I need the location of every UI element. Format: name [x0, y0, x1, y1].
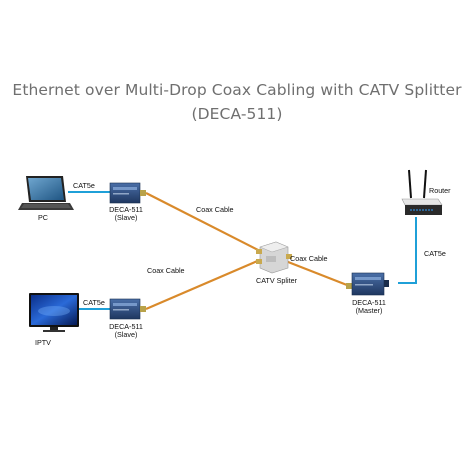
- coax-top-label: Coax Cable: [196, 205, 234, 214]
- slave-bottom-model-label: DECA-511: [109, 322, 143, 331]
- deca-511-slave-top-device: [109, 182, 146, 204]
- splitter-label: CATV Spliter: [256, 276, 298, 285]
- catv-splitter-icon: [256, 241, 292, 274]
- iptv-cat5e-label: CAT5e: [83, 298, 105, 307]
- diagram-subtitle: (DECA-511): [191, 105, 283, 123]
- master-role-label: (Master): [355, 306, 383, 315]
- tv-icon: [29, 293, 79, 332]
- deca-511-slave-bottom-device: [109, 298, 146, 320]
- slave-top-model-label: DECA-511: [109, 205, 143, 214]
- master-model-label: DECA-511: [352, 298, 386, 307]
- coax-bottom-label: Coax Cable: [147, 266, 185, 275]
- laptop-icon: [18, 176, 74, 210]
- deca-511-master-device: [346, 272, 389, 296]
- router-cat5e-label: CAT5e: [424, 249, 446, 258]
- router-icon: [401, 169, 443, 215]
- coax-master-label: Coax Cable: [290, 254, 328, 263]
- slave-bottom-role-label: (Slave): [114, 330, 138, 339]
- coax-cable-master: [282, 258, 353, 289]
- diagram-title: Ethernet over Multi-Drop Coax Cabling wi…: [12, 81, 462, 99]
- coax-cable-bottom: [145, 257, 263, 311]
- pc-cat5e-label: CAT5e: [73, 181, 95, 190]
- coax-cable-top: [145, 192, 263, 253]
- cat5e-cable-router: [398, 217, 417, 284]
- pc-label: PC: [38, 213, 48, 222]
- router-label: Router: [429, 186, 451, 195]
- iptv-label: IPTV: [35, 338, 51, 347]
- slave-top-role-label: (Slave): [114, 213, 138, 222]
